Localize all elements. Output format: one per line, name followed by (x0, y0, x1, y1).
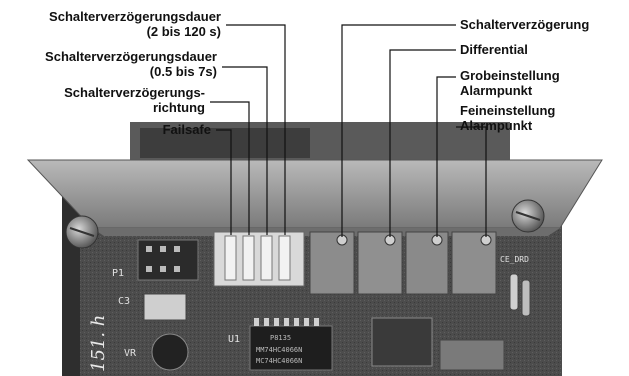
dip-switch-long-delay (279, 236, 290, 280)
label-switch-delay: Schalterverzögerung (460, 17, 589, 32)
label-delay-short-line1: Schalterverzögerungsdauer (45, 49, 217, 64)
pot-switch-delay (310, 232, 354, 294)
transistor-vr (152, 334, 188, 370)
label-differential-text: Differential (460, 42, 528, 57)
label-delay-long: Schalterverzögerungsdauer (2 bis 120 s) (49, 9, 221, 39)
label-coarse: Grobeinstellung Alarmpunkt (460, 68, 560, 98)
label-delay-short-line2: (0.5 bis 7s) (45, 64, 217, 79)
p1-marking: P1 (112, 268, 124, 279)
resistor-1 (510, 274, 518, 310)
relay-component (372, 318, 432, 366)
label-delay-long-line2: (2 bis 120 s) (49, 24, 221, 39)
chip-marking-2: MM74HC4066N (256, 346, 302, 354)
handwritten-marking: 151. h (88, 315, 109, 372)
vr-marking: VR (124, 348, 137, 359)
label-direction-line2: richtung (64, 100, 205, 115)
dip-switch-direction (243, 236, 254, 280)
label-failsafe: Failsafe (163, 122, 211, 137)
capacitor-c3 (144, 294, 186, 320)
label-direction-line1: Schalterverzögerungs- (64, 85, 205, 100)
resistor-block (440, 340, 504, 370)
label-fine-line1: Feineinstellung (460, 103, 555, 118)
label-failsafe-text: Failsafe (163, 122, 211, 137)
label-switch-delay-text: Schalterverzögerung (460, 17, 589, 32)
label-delay-long-line1: Schalterverzögerungsdauer (49, 9, 221, 24)
u1-marking: U1 (228, 334, 240, 345)
label-coarse-line1: Grobeinstellung (460, 68, 560, 83)
label-delay-short: Schalterverzögerungsdauer (0.5 bis 7s) (45, 49, 217, 79)
chip-marking-3: MC74HC4066N (256, 357, 302, 365)
label-coarse-line2: Alarmpunkt (460, 83, 560, 98)
label-fine: Feineinstellung Alarmpunkt (460, 103, 555, 133)
label-fine-line2: Alarmpunkt (460, 118, 555, 133)
chip-marking-1: P8135 (270, 334, 291, 342)
resistor-2 (522, 280, 530, 316)
ce-marking: CE_DRD (500, 255, 529, 264)
label-differential: Differential (460, 42, 528, 57)
dip-switch-short-delay (261, 236, 272, 280)
pot-differential (358, 232, 402, 294)
c3-marking: C3 (118, 296, 130, 307)
label-direction: Schalterverzögerungs- richtung (64, 85, 205, 115)
dip-switch-failsafe (225, 236, 236, 280)
